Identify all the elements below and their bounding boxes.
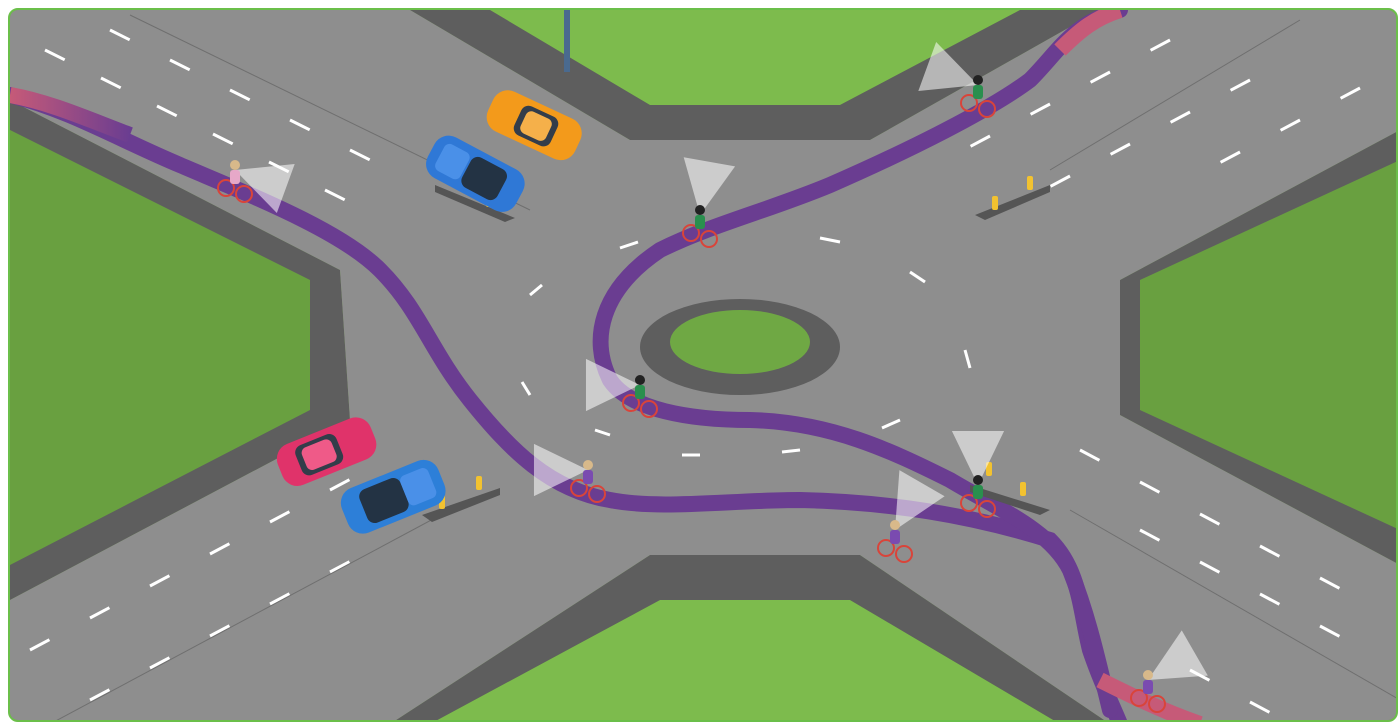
keep-left-sign-icon [476, 476, 482, 490]
rider-head [890, 520, 900, 530]
rider-head [583, 460, 593, 470]
rider-body [890, 530, 900, 544]
rider-head [695, 205, 705, 215]
rider-body [1143, 680, 1153, 694]
rider-head [635, 375, 645, 385]
rider-head [973, 75, 983, 85]
rider-body [583, 470, 593, 484]
rider-head [1143, 670, 1153, 680]
lane-dash [782, 450, 800, 452]
rider-body [695, 215, 705, 229]
rider-body [230, 170, 240, 184]
street-pole-icon [564, 10, 570, 72]
rider-head [230, 160, 240, 170]
roundabout-island-grass [670, 310, 810, 374]
rider-head [973, 475, 983, 485]
rider-body [973, 485, 983, 499]
rider-body [635, 385, 645, 399]
keep-left-sign-icon [1020, 482, 1026, 496]
roundabout-scene [10, 10, 1398, 722]
roundabout-illustration [8, 8, 1398, 722]
rider-body [973, 85, 983, 99]
keep-left-sign-icon [992, 196, 998, 210]
keep-left-sign-icon [1027, 176, 1033, 190]
